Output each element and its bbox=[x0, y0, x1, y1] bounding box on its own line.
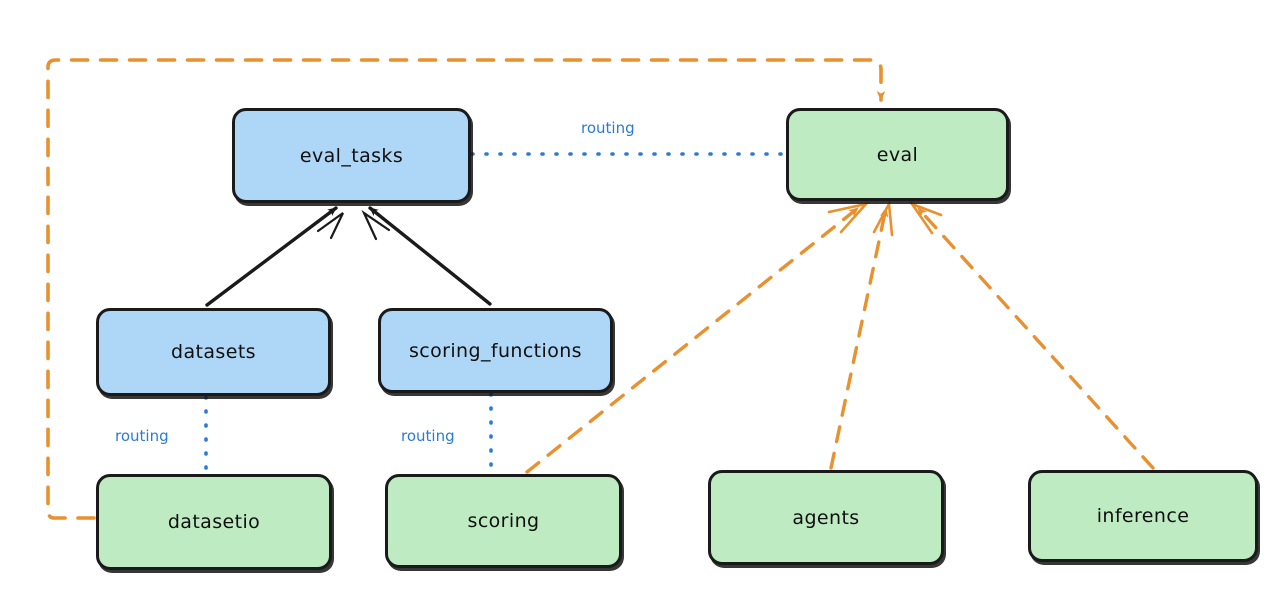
node-eval[interactable]: eval bbox=[786, 108, 1009, 201]
node-datasetio[interactable]: datasetio bbox=[96, 474, 332, 570]
edge-scoring-functions-to-eval-tasks bbox=[361, 206, 492, 306]
node-scoring-functions-label: scoring_functions bbox=[409, 339, 582, 362]
node-inference-label: inference bbox=[1096, 505, 1190, 527]
edge-label-routing-datasets-datasetio: routing bbox=[115, 427, 169, 445]
node-datasetio-label: datasetio bbox=[167, 511, 261, 533]
edge-inference-to-eval bbox=[908, 201, 1155, 470]
edge-datasets-to-eval-tasks bbox=[205, 206, 344, 307]
node-eval-tasks[interactable]: eval_tasks bbox=[232, 108, 471, 203]
node-agents-label: agents bbox=[792, 506, 860, 529]
node-eval-label: eval bbox=[876, 143, 919, 166]
edge-label-routing-scoring-functions-scoring: routing bbox=[401, 427, 455, 445]
node-scoring-label: scoring bbox=[467, 510, 540, 532]
edge-agents-to-eval bbox=[829, 199, 894, 470]
node-scoring[interactable]: scoring bbox=[385, 474, 622, 568]
node-agents[interactable]: agents bbox=[708, 470, 944, 565]
node-datasets[interactable]: datasets bbox=[96, 308, 331, 396]
node-inference[interactable]: inference bbox=[1028, 470, 1258, 562]
edge-label-routing-eval-tasks-eval: routing bbox=[581, 119, 635, 137]
node-datasets-label: datasets bbox=[171, 341, 256, 363]
node-eval-tasks-label: eval_tasks bbox=[299, 144, 404, 167]
node-scoring-functions[interactable]: scoring_functions bbox=[378, 308, 613, 393]
